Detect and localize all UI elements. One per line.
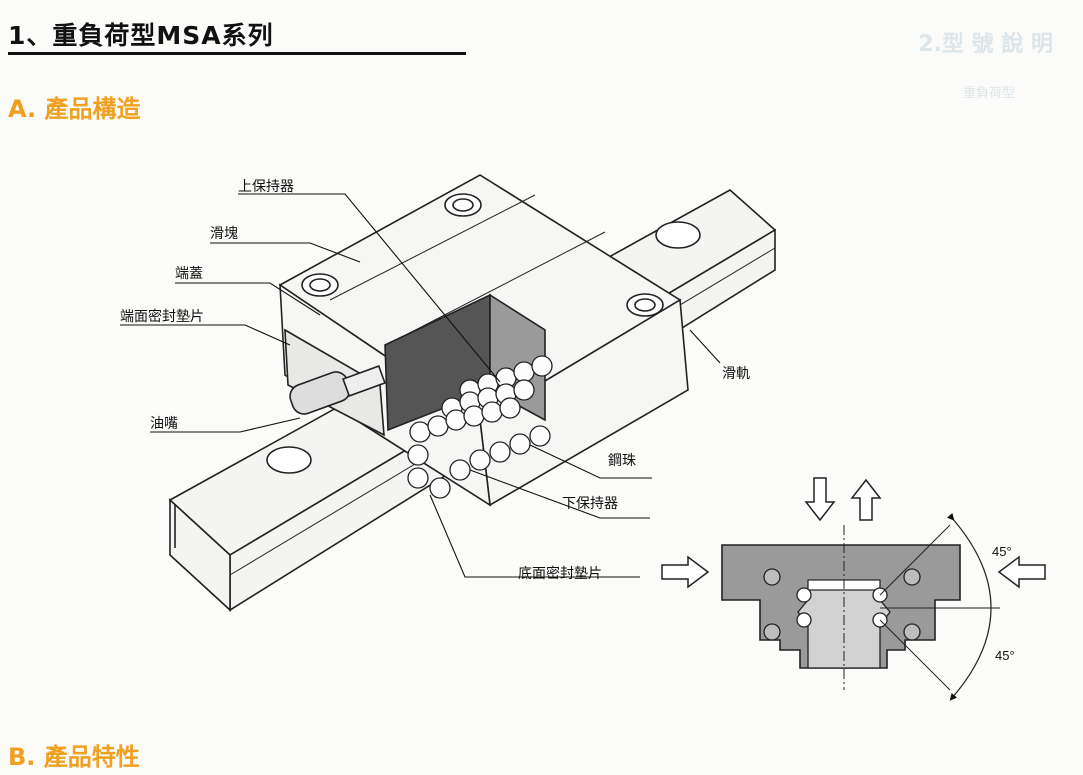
leader-lines [120,193,721,578]
label-grease-nipple: 油嘴 [150,416,178,432]
angle-label-upper: 45° [992,544,1012,559]
label-steel-ball: 鋼珠 [608,453,636,469]
label-rail: 滑軌 [722,365,750,382]
ghost-title: 2.型 號 說 明 [918,32,1053,57]
label-upper-retainer: 上保持器 [238,179,294,195]
ghost-subtitle: 重負荷型 [962,86,1015,101]
arrow-down-icon [804,477,836,522]
label-end-seal: 端面密封墊片 [120,308,204,325]
label-end-cap: 端蓋 [175,266,203,282]
label-block: 滑塊 [210,225,238,242]
label-bottom-seal: 底面密封墊片 [518,565,602,582]
title-rule [8,52,466,55]
load-arrows [661,477,1046,589]
cross-section-diagram: 45° 45° [661,477,1046,701]
label-lower-retainer: 下保持器 [562,496,618,512]
angle-label-lower: 45° [995,648,1015,663]
steel-balls [407,355,553,499]
arrow-left-icon [997,555,1046,589]
arrow-up-icon [850,478,882,521]
section-heading-features: B. 產品特性 [8,743,140,771]
page-title: 1、重負荷型MSA系列 [8,21,274,50]
section-heading-structure: A. 產品構造 [8,95,141,123]
arrow-right-icon [661,555,710,589]
